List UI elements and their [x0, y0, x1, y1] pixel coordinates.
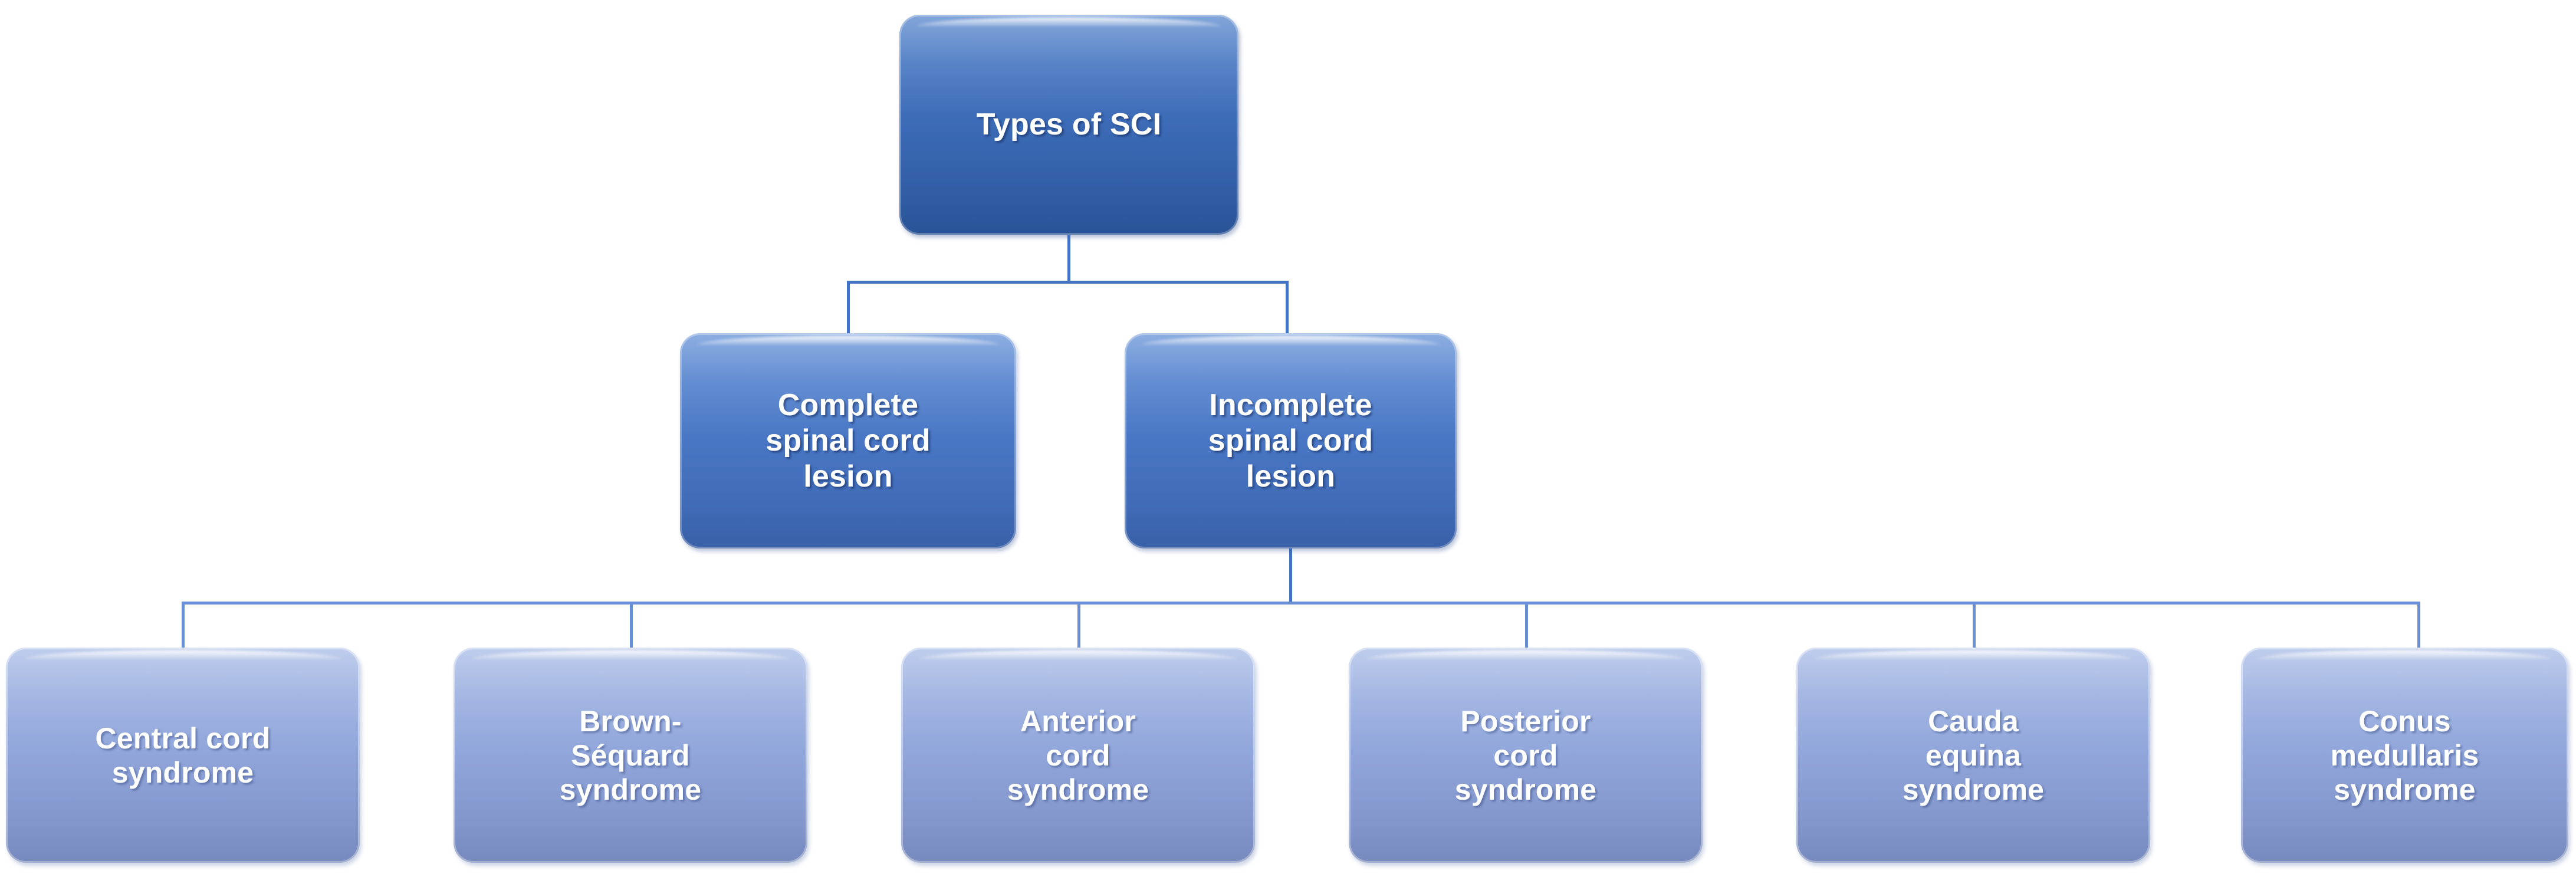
node-label: Types of SCI — [976, 107, 1162, 142]
node-conus-medullaris-syndrome[interactable]: Conus medullaris syndrome — [2241, 648, 2568, 863]
connector-to-incomplete — [1286, 281, 1289, 335]
node-cauda-equina-syndrome[interactable]: Cauda equina syndrome — [1796, 648, 2150, 863]
node-label: Central cord syndrome — [95, 721, 271, 789]
node-complete-spinal-cord-lesion[interactable]: Complete spinal cord lesion — [680, 333, 1016, 548]
connector-to-leaf-2 — [630, 602, 633, 649]
connector-to-leaf-5 — [1973, 602, 1976, 649]
node-posterior-cord-syndrome[interactable]: Posterior cord syndrome — [1349, 648, 1703, 863]
connector-to-leaf-3 — [1077, 602, 1080, 649]
connector-leaf-bus — [182, 602, 2420, 605]
node-types-of-sci[interactable]: Types of SCI — [899, 15, 1238, 235]
node-incomplete-spinal-cord-lesion[interactable]: Incomplete spinal cord lesion — [1125, 333, 1457, 548]
connector-to-leaf-6 — [2417, 602, 2420, 649]
node-label: Conus medullaris syndrome — [2330, 704, 2479, 806]
connector-incomplete-stem — [1289, 548, 1292, 604]
node-label: Anterior cord syndrome — [1007, 704, 1149, 806]
node-label: Cauda equina syndrome — [1902, 704, 2045, 806]
node-label: Incomplete spinal cord lesion — [1208, 388, 1374, 494]
node-label: Complete spinal cord lesion — [765, 388, 931, 494]
node-label: Posterior cord syndrome — [1454, 704, 1597, 806]
node-central-cord-syndrome[interactable]: Central cord syndrome — [6, 648, 360, 863]
node-label: Brown- Séquard syndrome — [559, 704, 702, 806]
node-anterior-cord-syndrome[interactable]: Anterior cord syndrome — [901, 648, 1255, 863]
connector-level2-bus — [847, 281, 1288, 284]
connector-root-stem — [1067, 235, 1070, 283]
connector-to-leaf-4 — [1525, 602, 1528, 649]
node-brown-sequard-syndrome[interactable]: Brown- Séquard syndrome — [454, 648, 807, 863]
connector-to-leaf-1 — [182, 602, 185, 649]
connector-to-complete — [847, 281, 850, 335]
